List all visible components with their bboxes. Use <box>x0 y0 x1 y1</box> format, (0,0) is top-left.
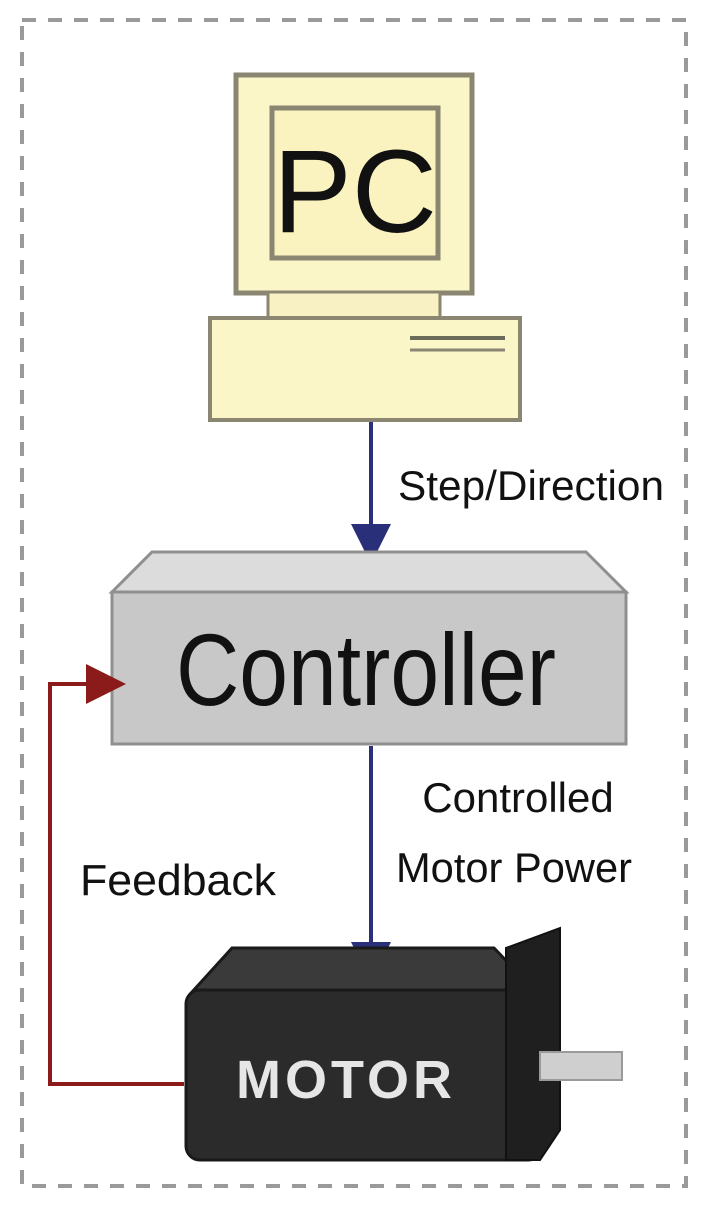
controlled-label: Controlled <box>422 774 613 821</box>
motor-top-face <box>188 946 540 994</box>
motor-shaft <box>539 1051 623 1081</box>
pc-node: PC <box>208 72 522 422</box>
motor-end-cap <box>505 926 561 1161</box>
controller-label: Controller <box>176 613 556 727</box>
step-direction-label: Step/Direction <box>398 462 664 509</box>
motor-label: MOTOR <box>236 1050 456 1110</box>
controller-node: Controller <box>108 550 630 746</box>
feedback-arrow <box>48 664 184 1086</box>
pc-base <box>208 316 522 422</box>
motor-power-label: Motor Power <box>396 844 632 891</box>
dashed-frame <box>20 18 688 1188</box>
motor-node: MOTOR <box>184 926 623 1162</box>
controller-top-face <box>108 550 630 594</box>
controller-front-face <box>110 590 628 746</box>
pc-monitor-neck <box>266 290 442 320</box>
pc-monitor-screen <box>269 105 441 261</box>
feedback-label: Feedback <box>80 856 277 905</box>
pc-label: PC <box>273 126 437 258</box>
